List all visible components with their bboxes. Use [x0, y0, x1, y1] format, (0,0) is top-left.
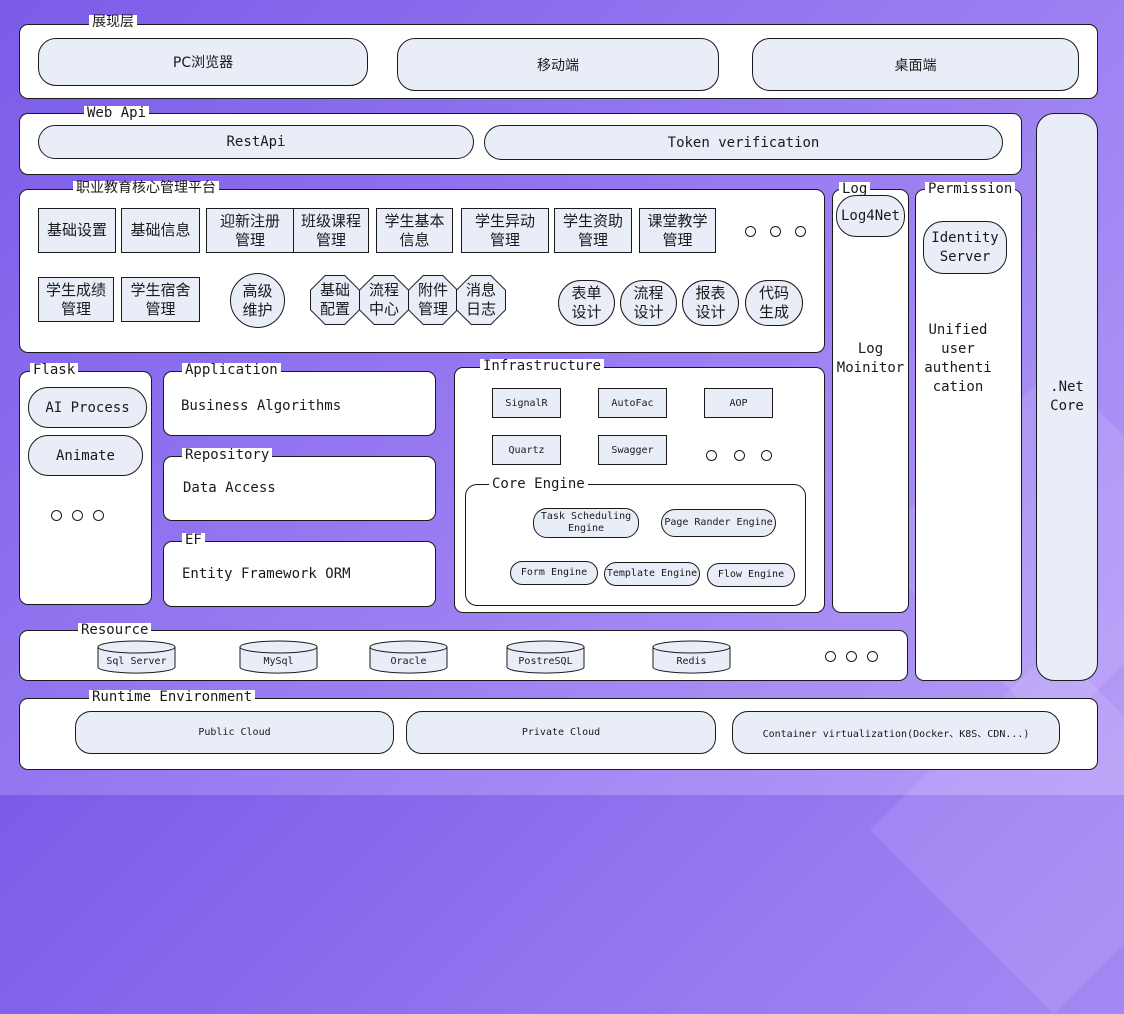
database-label: Redis — [676, 656, 707, 667]
flow-engine: Flow Engine — [707, 563, 795, 587]
private-cloud-item: Private Cloud — [406, 711, 716, 754]
autofac-box: AutoFac — [598, 388, 667, 418]
aop-box: AOP — [704, 388, 773, 418]
flask-title: Flask — [30, 363, 79, 377]
repository-title: Repository — [182, 448, 273, 462]
web-api-title: Web Api — [84, 106, 150, 120]
restapi-item: RestApi — [38, 125, 474, 159]
core-engine-panel — [465, 484, 806, 606]
database-icon — [506, 640, 585, 674]
database-sqlserver: Sql Server — [97, 640, 176, 674]
tool-process-design: 流程 设计 — [620, 280, 677, 326]
public-cloud-item: Public Cloud — [75, 711, 394, 754]
pc-browser-client: PC浏览器 — [38, 38, 368, 86]
quartz-box: Quartz — [492, 435, 561, 465]
more-ellipsis-dot — [93, 510, 104, 521]
token-verification-item: Token verification — [484, 125, 1003, 160]
infrastructure-title: Infrastructure — [480, 359, 605, 373]
database-label: Oracle — [390, 656, 427, 667]
database-oracle: Oracle — [369, 640, 448, 674]
more-ellipsis-dot — [706, 450, 717, 461]
permission-title: Permission — [925, 182, 1016, 196]
resource-title: Resource — [78, 623, 152, 637]
module-class-courses: 班级课程 管理 — [293, 208, 369, 253]
more-ellipsis-dot — [846, 651, 857, 662]
database-mysql: MySql — [239, 640, 318, 674]
more-ellipsis-dot — [825, 651, 836, 662]
module-student-changes: 学生异动 管理 — [461, 208, 549, 253]
module-basic-settings: 基础设置 — [38, 208, 116, 253]
database-label: Sql Server — [106, 656, 167, 667]
database-icon — [97, 640, 176, 674]
mobile-client: 移动端 — [397, 38, 719, 91]
octagon-basic-config: 基础 配置 — [310, 275, 360, 325]
more-ellipsis-dot — [745, 226, 756, 237]
repository-text: Data Access — [183, 480, 276, 496]
task-scheduling-engine: Task Scheduling Engine — [533, 508, 639, 538]
octagon-process-center: 流程 中心 — [359, 275, 409, 325]
more-ellipsis-dot — [51, 510, 62, 521]
signalr-box: SignalR — [492, 388, 561, 418]
desktop-client: 桌面端 — [752, 38, 1079, 91]
application-text: Business Algorithms — [181, 398, 342, 414]
ef-title: EF — [182, 533, 205, 547]
more-ellipsis-dot — [72, 510, 83, 521]
log-panel — [832, 189, 909, 613]
page-render-engine: Page Rander Engine — [661, 509, 776, 537]
module-student-grades: 学生成绩 管理 — [38, 277, 114, 322]
swagger-box: Swagger — [598, 435, 667, 465]
database-icon — [652, 640, 731, 674]
module-student-dorm: 学生宿舍 管理 — [121, 277, 200, 322]
database-icon — [369, 640, 448, 674]
container-virtualization-item: Container virtualization(Docker、K8S、CDN.… — [732, 711, 1060, 754]
core-engine-title: Core Engine — [489, 477, 588, 491]
ai-process-item: AI Process — [28, 387, 147, 428]
identity-server-item: Identity Server — [923, 221, 1007, 274]
repository-panel — [163, 456, 436, 521]
ef-panel — [163, 541, 436, 607]
octagon-label: 附件 管理 — [409, 276, 457, 324]
more-ellipsis-dot — [761, 450, 772, 461]
animate-item: Animate — [28, 435, 143, 476]
octagon-label: 基础 配置 — [311, 276, 359, 324]
database-redis: Redis — [652, 640, 731, 674]
log-title: Log — [839, 182, 871, 196]
tool-report-design: 报表 设计 — [682, 280, 739, 326]
module-student-aid: 学生资助 管理 — [554, 208, 632, 253]
unified-auth-label: Unified user authenti cation — [924, 322, 992, 395]
form-engine: Form Engine — [510, 561, 598, 585]
application-panel — [163, 371, 436, 436]
module-basic-info: 基础信息 — [121, 208, 200, 253]
database-label: PostreSQL — [518, 656, 573, 667]
database-postgresql: PostreSQL — [506, 640, 585, 674]
log-monitor-label: Log Moinitor — [836, 341, 905, 376]
advanced-maintenance: 高级 维护 — [230, 273, 285, 328]
octagon-label: 流程 中心 — [360, 276, 408, 324]
tool-code-generation: 代码 生成 — [745, 280, 803, 326]
module-classroom-teaching: 课堂教学 管理 — [639, 208, 716, 253]
more-ellipsis-dot — [795, 226, 806, 237]
template-engine: Template Engine — [604, 562, 700, 586]
presentation-layer-title: 展现层 — [89, 15, 137, 29]
more-ellipsis-dot — [770, 226, 781, 237]
netcore-label: .Net Core — [1050, 379, 1084, 414]
module-enrollment: 迎新注册 管理 — [206, 208, 294, 253]
core-platform-title: 职业教育核心管理平台 — [73, 181, 219, 195]
netcore-panel — [1036, 113, 1098, 681]
runtime-environment-title: Runtime Environment — [89, 690, 256, 704]
more-ellipsis-dot — [867, 651, 878, 662]
more-ellipsis-dot — [734, 450, 745, 461]
log4net-item: Log4Net — [836, 195, 905, 237]
database-icon — [239, 640, 318, 674]
octagon-label: 消息 日志 — [457, 276, 505, 324]
octagon-attachment-mgmt: 附件 管理 — [408, 275, 458, 325]
database-label: MySql — [263, 656, 294, 667]
module-student-basic-info: 学生基本 信息 — [376, 208, 453, 253]
octagon-message-log: 消息 日志 — [456, 275, 506, 325]
ef-text: Entity Framework ORM — [182, 566, 351, 582]
tool-form-design: 表单 设计 — [558, 280, 615, 326]
application-title: Application — [182, 363, 281, 377]
